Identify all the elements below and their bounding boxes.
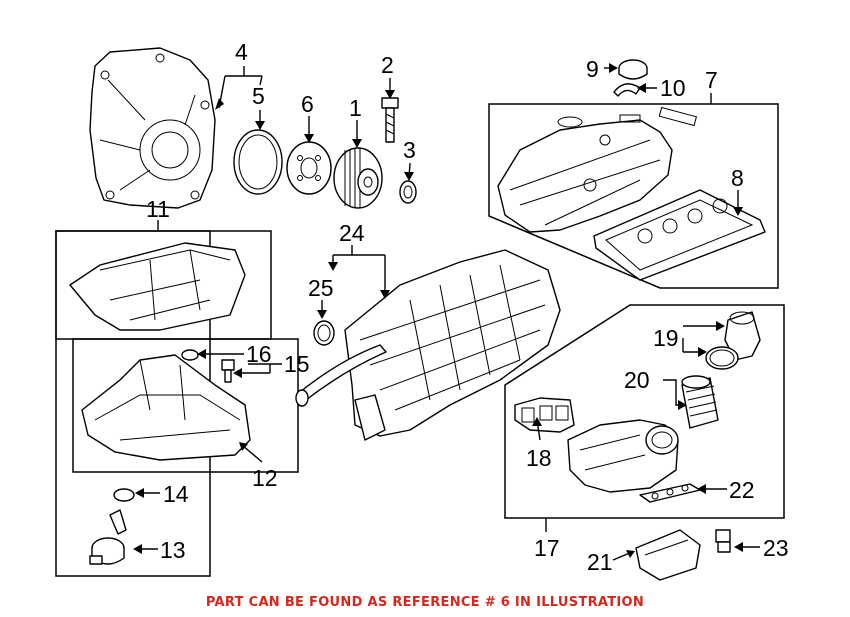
oil-level-sensor-seal	[113, 488, 135, 502]
timing-cover	[89, 47, 216, 209]
valve-cover-gasket	[593, 189, 766, 281]
crank-seal-ring	[233, 129, 283, 195]
callout-2: 2	[381, 52, 394, 78]
callout-3: 3	[403, 137, 416, 163]
callout-24: 24	[339, 220, 365, 246]
oil-filter-element	[681, 375, 719, 429]
callout-23: 23	[763, 535, 789, 561]
callout-19: 19	[653, 325, 679, 351]
callout-5: 5	[252, 83, 265, 109]
callout-17: 17	[534, 535, 560, 561]
callout-14: 14	[163, 481, 189, 507]
callout-16: 16	[246, 341, 272, 367]
callout-9: 9	[586, 56, 599, 82]
filler-cap-seal	[613, 83, 641, 97]
callout-4: 4	[235, 39, 248, 65]
housing-gasket-set	[514, 397, 575, 433]
oil-filter-cap	[724, 311, 761, 361]
filter-cap-seal	[705, 346, 739, 370]
callout-22: 22	[729, 477, 755, 503]
oil-drain-plug	[221, 359, 235, 383]
intake-manifold	[295, 249, 561, 441]
callout-labels: 4 5 6 1 2 3 9 10 7 8 11 24 25 16 15 12 1…	[146, 39, 789, 575]
group-box-oil-filter-housing	[504, 304, 785, 519]
oil-filler-cap	[618, 59, 648, 80]
callout-18: 18	[526, 445, 552, 471]
upper-oil-pan	[69, 242, 246, 331]
callout-12: 12	[252, 465, 278, 491]
callout-25: 25	[308, 275, 334, 301]
pulley-bolt	[381, 97, 399, 143]
callout-7: 7	[705, 67, 718, 93]
callout-10: 10	[660, 75, 686, 101]
group-box-lower-oil-pan	[72, 338, 299, 473]
callout-13: 13	[160, 537, 186, 563]
drain-plug-gasket	[181, 349, 199, 361]
callout-20: 20	[624, 367, 650, 393]
cooler-fitting	[715, 529, 731, 553]
oil-cooler	[635, 529, 701, 581]
valve-cover	[497, 106, 698, 233]
intake-manifold-gasket	[313, 320, 335, 346]
group-box-valve-cover	[488, 103, 779, 289]
crankshaft-pulley	[333, 147, 383, 209]
callout-8: 8	[731, 165, 744, 191]
callout-21: 21	[587, 549, 613, 575]
callout-1: 1	[349, 95, 362, 121]
front-crank-seal	[399, 180, 417, 204]
callout-11: 11	[146, 196, 170, 222]
oil-level-sensor	[89, 509, 127, 565]
lower-oil-pan	[81, 354, 251, 461]
oil-filter-housing	[567, 419, 679, 493]
callout-15: 15	[284, 351, 310, 377]
reference-note: PART CAN BE FOUND AS REFERENCE # 6 IN IL…	[205, 595, 645, 610]
arrowheads	[133, 63, 743, 558]
vibration-damper-plate	[286, 141, 332, 195]
callout-6: 6	[301, 91, 314, 117]
